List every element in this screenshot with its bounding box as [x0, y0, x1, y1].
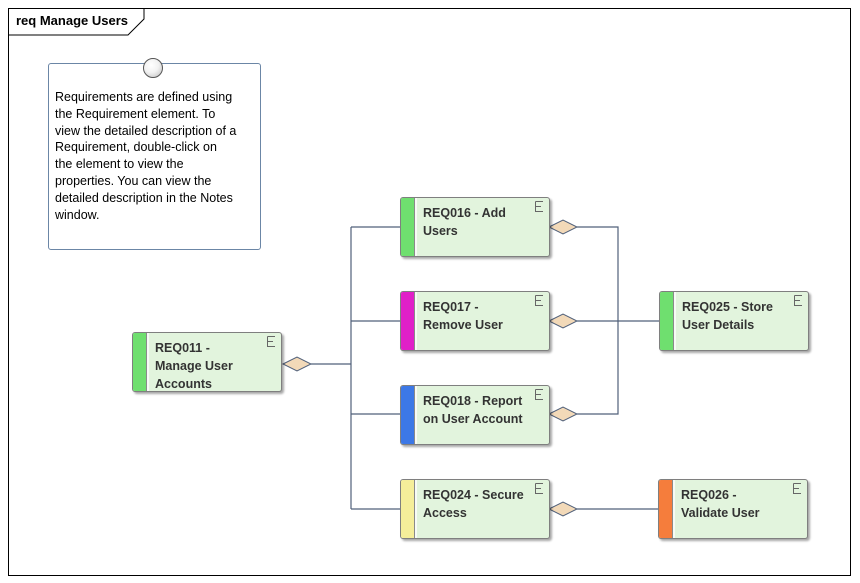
requirement-label: REQ026 - Validate User — [681, 488, 760, 520]
element-type-icon — [794, 295, 802, 306]
frame-tab — [9, 9, 145, 36]
requirement-label: REQ011 - Manage User Accounts — [155, 341, 233, 391]
requirement-req024[interactable]: REQ024 - Secure Access — [400, 479, 550, 539]
note-box[interactable]: Requirements are defined using the Requi… — [48, 63, 261, 250]
aggregation-diamond-req017 — [547, 313, 579, 329]
requirement-status-stripe — [401, 198, 415, 256]
aggregation-diamond-req011 — [281, 356, 313, 372]
requirement-req011[interactable]: REQ011 - Manage User Accounts — [132, 332, 282, 392]
aggregation-diamond-req016 — [547, 219, 579, 235]
requirement-label: REQ016 - Add Users — [423, 206, 506, 238]
aggregation-diamond-req018 — [547, 406, 579, 422]
note-line: the element to view the — [55, 157, 184, 172]
element-type-icon — [793, 483, 801, 494]
requirement-req026[interactable]: REQ026 - Validate User — [658, 479, 808, 539]
requirement-status-stripe — [401, 386, 415, 444]
note-line: view the detailed description of a — [55, 123, 237, 138]
requirement-req025[interactable]: REQ025 - Store User Details — [659, 291, 809, 351]
frame-title: req Manage Users — [16, 13, 128, 28]
element-type-icon — [535, 295, 543, 306]
requirement-label: REQ025 - Store User Details — [682, 300, 774, 332]
requirement-status-stripe — [401, 480, 415, 538]
requirement-req017[interactable]: REQ017 - Remove User — [400, 291, 550, 351]
note-line: Requirements are defined using — [55, 90, 233, 104]
element-type-icon — [267, 336, 275, 347]
connector-req018-to-req025 — [577, 321, 619, 415]
note-line: properties. You can view the — [55, 173, 212, 188]
note-text: Requirements are defined using the Requi… — [55, 89, 257, 223]
requirement-status-stripe — [659, 480, 673, 538]
requirement-req018[interactable]: REQ018 - Report on User Account — [400, 385, 550, 445]
requirement-label: REQ024 - Secure Access — [423, 488, 524, 520]
aggregation-diamond-req024 — [547, 501, 579, 517]
connector-req016-to-req025 — [577, 226, 619, 321]
requirement-label: REQ018 - Report on User Account — [423, 394, 523, 426]
requirement-status-stripe — [133, 333, 147, 391]
requirement-status-stripe — [401, 292, 415, 350]
note-line: Requirement, double-click on — [55, 140, 217, 155]
element-type-icon — [535, 201, 543, 212]
requirement-req016[interactable]: REQ016 - Add Users — [400, 197, 550, 257]
element-type-icon — [535, 389, 543, 400]
requirement-label: REQ017 - Remove User — [423, 300, 503, 332]
requirement-status-stripe — [660, 292, 674, 350]
note-line: window. — [55, 207, 100, 222]
note-line: detailed description in the Notes — [55, 190, 233, 205]
note-pin-icon — [143, 58, 163, 78]
note-line: the Requirement element. To — [55, 106, 216, 121]
element-type-icon — [535, 483, 543, 494]
